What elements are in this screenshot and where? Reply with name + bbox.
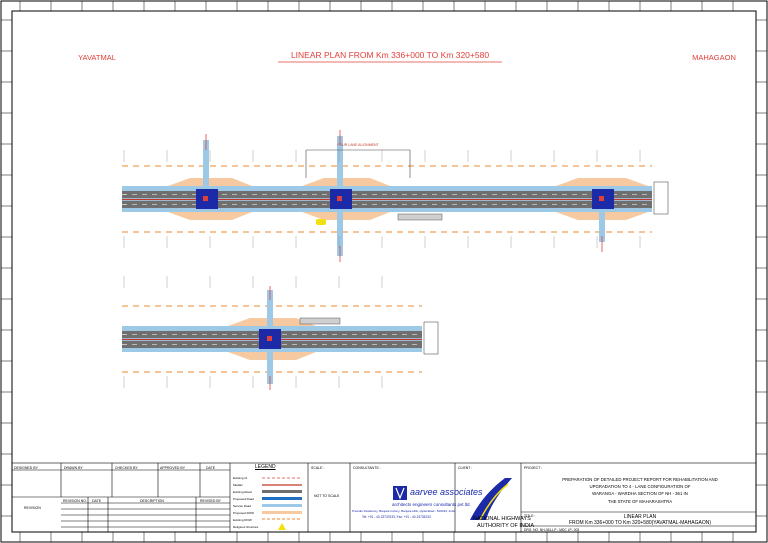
left-town-label: YAVATMAL [78, 53, 116, 62]
cross-road [267, 352, 273, 384]
client-logo-stripe [479, 483, 509, 521]
consultant-tel: Tel: +91 - 40-23737633, Fax: +91 - 40-23… [362, 515, 431, 519]
legend-title: LEGEND [255, 464, 276, 470]
cross-road [267, 290, 273, 326]
consultant-address: Presidio Residency, Banjara Colony, Banj… [352, 509, 456, 513]
revision-no-header: REVISION NO. [63, 499, 87, 503]
legend-swatch [262, 497, 302, 500]
legend-item: Service Road [233, 504, 252, 508]
cross-road [337, 136, 343, 186]
scale-label: SCALE : [311, 466, 325, 470]
consultant-sub: architects engineers consultants pvt.ltd… [392, 502, 471, 507]
alignment-annotation: FOUR LANE ALIGNMENT [337, 143, 379, 147]
consultants-label: CONSULTANTS : [353, 466, 381, 470]
section-detail-box [653, 181, 669, 215]
legend-item: Median [233, 483, 243, 487]
approved-by-label: APPROVED BY [160, 466, 186, 470]
legend-swatch [278, 523, 286, 530]
cross-road [599, 212, 605, 242]
scale-value: NOT TO SCALE [314, 494, 340, 498]
legend-item: Religious Structure [233, 525, 259, 529]
consultant-logo-v [395, 487, 405, 500]
legend-swatch [262, 504, 302, 507]
project-label: PROJECT : [524, 466, 543, 470]
project-line-1: PREPARATION OF DETAILED PROJECT REPORT F… [562, 477, 718, 482]
consultant-name: aarvee associates [410, 487, 483, 497]
legend-item: Proposed ROW [233, 511, 255, 515]
legend-swatch [262, 511, 302, 514]
upper-road-plan: FOUR LANE ALIGNMENT [122, 130, 669, 262]
structure-marker [203, 196, 208, 201]
client-logo-road [470, 478, 512, 520]
drawing-number: DRG. NO. NH-361-LP - MDC LP- 003 [524, 528, 580, 532]
title-block-frame [11, 462, 757, 533]
cross-road [203, 140, 209, 186]
client-name-line1: NATIONAL HIGHWAYS [473, 516, 531, 522]
drawing-title-line1: LINEAR PLAN [623, 514, 657, 520]
description-header: DESCRIPTION [140, 499, 164, 503]
drawn-by-label: DRAWN BY [64, 466, 83, 470]
project-line-2: UPGRADATION TO 4 - LANE CONFIGURATION OF [589, 484, 691, 489]
consultant-logo [393, 486, 407, 500]
structure-marker [337, 196, 342, 201]
legend-swatches [262, 477, 302, 530]
client-logo [470, 478, 512, 521]
drawing-title-line2: FROM Km 336+000 TO Km 320+580(YAVATMAL-M… [569, 520, 711, 526]
project-line-3: WARANGA - WARDHA SECTION OF NH - 361 IN [592, 491, 688, 496]
revision-date-header: DATE [92, 499, 102, 503]
checked-by-label: CHECKED BY [115, 466, 138, 470]
legend-item: Existing Cl [233, 476, 248, 480]
date-label: DATE [206, 466, 216, 470]
client-name-line2: AUTHORITY OF INDIA [477, 523, 535, 529]
right-town-label: MAHAGAON [692, 53, 736, 62]
structure-marker [599, 196, 604, 201]
legend-swatch [262, 490, 302, 493]
legend-item: Proposed Road [233, 497, 254, 501]
sheet-title: LINEAR PLAN FROM Km 336+000 TO Km 320+58… [291, 50, 489, 60]
title-block [11, 462, 757, 533]
legend-item: Existing Road [233, 490, 252, 494]
hatched-buildings [299, 317, 341, 325]
client-label: CLIENT : [458, 466, 473, 470]
legend-item: Existing ROW [233, 518, 252, 522]
designed-by-label: DESIGNED BY [14, 466, 38, 470]
revision-label: REVISION [24, 506, 41, 510]
cross-road [337, 212, 343, 256]
section-detail-box [423, 321, 439, 355]
hatched-buildings [397, 213, 443, 221]
title-label: TITLE : [524, 514, 536, 518]
project-line-4: THE STATE OF MAHARASHTRA [607, 499, 673, 504]
lower-road-plan [122, 286, 439, 390]
revised-by-header: REVISED BY [200, 499, 222, 503]
structure-marker [267, 336, 272, 341]
yellow-marker [316, 219, 326, 225]
